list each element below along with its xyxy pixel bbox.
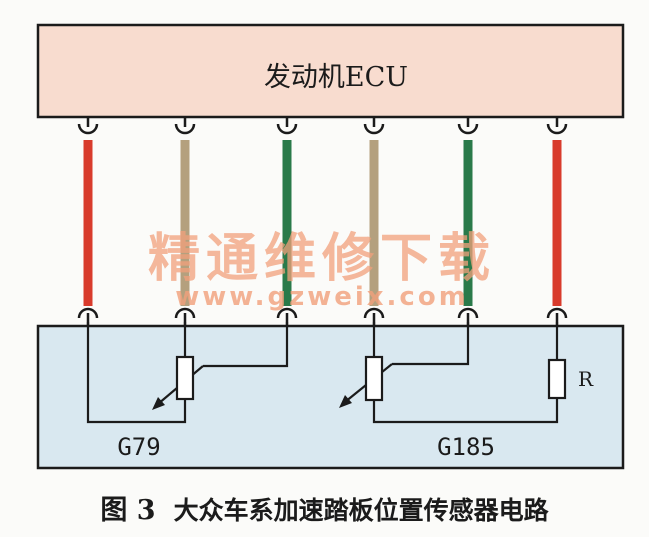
wire-harness: [77, 117, 568, 326]
resistor-r: [547, 358, 567, 400]
g185-potentiometer: [364, 355, 384, 402]
ecu-box: [36, 23, 625, 119]
figure-title: 大众车系加速踏板位置传感器电路: [173, 496, 549, 525]
g185-signal-trace: [392, 322, 470, 366]
wire-1: [77, 117, 99, 326]
watermark-text: 精通维修下载: [148, 229, 496, 289]
figure-caption: 图 3 大众车系加速踏板位置传感器电路: [0, 488, 649, 527]
wire-6: [546, 117, 568, 326]
g79-label: G79: [117, 433, 160, 461]
ecu-connector-1: [77, 117, 99, 135]
ecu-connector-5: [457, 117, 479, 135]
ecu-label: 发动机ECU: [264, 62, 408, 93]
ecu-connector-3: [276, 117, 298, 135]
g185-wiper-arrow: [339, 395, 352, 408]
g185-label: G185: [437, 433, 495, 461]
ecu-connector-4: [363, 117, 385, 135]
g79-potentiometer: [175, 355, 195, 401]
ecu-connector-6: [546, 117, 568, 135]
watermark-url: www.gzweix.com: [175, 282, 469, 312]
g79-ground-trace: [86, 322, 187, 424]
sensor-box: [36, 324, 625, 470]
wire-3: [276, 117, 298, 326]
g79-signal-trace: [203, 322, 289, 368]
ecu-connector-2: [174, 117, 196, 135]
resistor-label: R: [578, 367, 594, 391]
g79-wiper-arrow: [152, 397, 165, 410]
figure-number: 图 3: [100, 495, 156, 526]
wire-2: [174, 117, 196, 326]
internal-wiring: [86, 322, 559, 424]
g185-ground-trace: [372, 398, 559, 424]
